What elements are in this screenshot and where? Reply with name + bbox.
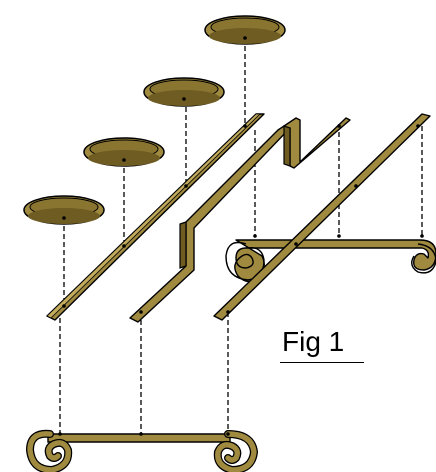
rivet	[62, 216, 66, 220]
rivet	[58, 432, 62, 436]
rivet	[243, 36, 247, 40]
rivet	[416, 124, 420, 128]
figure-caption-underline	[280, 362, 364, 363]
scroll-foot-front	[25, 429, 259, 472]
stepped-bar-middle	[129, 117, 351, 323]
dish-2-base	[88, 150, 160, 166]
rivet	[243, 124, 247, 128]
rivet	[337, 124, 341, 128]
rivet	[184, 184, 188, 188]
diagonal-bar-right-body	[213, 113, 431, 321]
diagonal-bar-left-top	[46, 113, 261, 319]
stepped-bar-middle-body	[129, 117, 351, 323]
dish-2	[83, 137, 165, 167]
rivet	[139, 432, 143, 436]
rivet	[253, 234, 257, 238]
rivet	[182, 97, 186, 101]
scroll-foot-front-bar	[47, 433, 231, 443]
scroll-foot-front-curl-left-fill	[27, 431, 71, 472]
dish-4-base	[209, 28, 281, 44]
rivet	[420, 234, 424, 238]
rivet	[354, 184, 358, 188]
dish-1	[23, 195, 105, 225]
diagonal-bar-right	[213, 113, 431, 321]
scroll-foot-back-curl-left	[225, 241, 265, 281]
rivet	[62, 304, 66, 308]
stepped-bar-middle-riser-low	[179, 221, 187, 269]
dish-1-base	[28, 208, 100, 224]
rivet	[226, 432, 230, 436]
rivet	[337, 234, 341, 238]
rivet	[122, 158, 126, 162]
figure-caption: Fig 1	[282, 326, 345, 357]
rivet	[139, 310, 143, 314]
dish-4	[204, 15, 286, 45]
dashed-assembly-lines	[59, 38, 423, 434]
diagonal-bar-left	[46, 113, 265, 321]
scroll-foot-front-curl-right-fill	[215, 431, 257, 472]
rivet	[122, 244, 126, 248]
dish-3	[143, 77, 225, 107]
rivet	[294, 242, 298, 246]
scroll-foot-back-curl-right	[411, 243, 436, 274]
rivet	[226, 310, 230, 314]
stepped-bar-middle-riser-high	[283, 125, 291, 167]
